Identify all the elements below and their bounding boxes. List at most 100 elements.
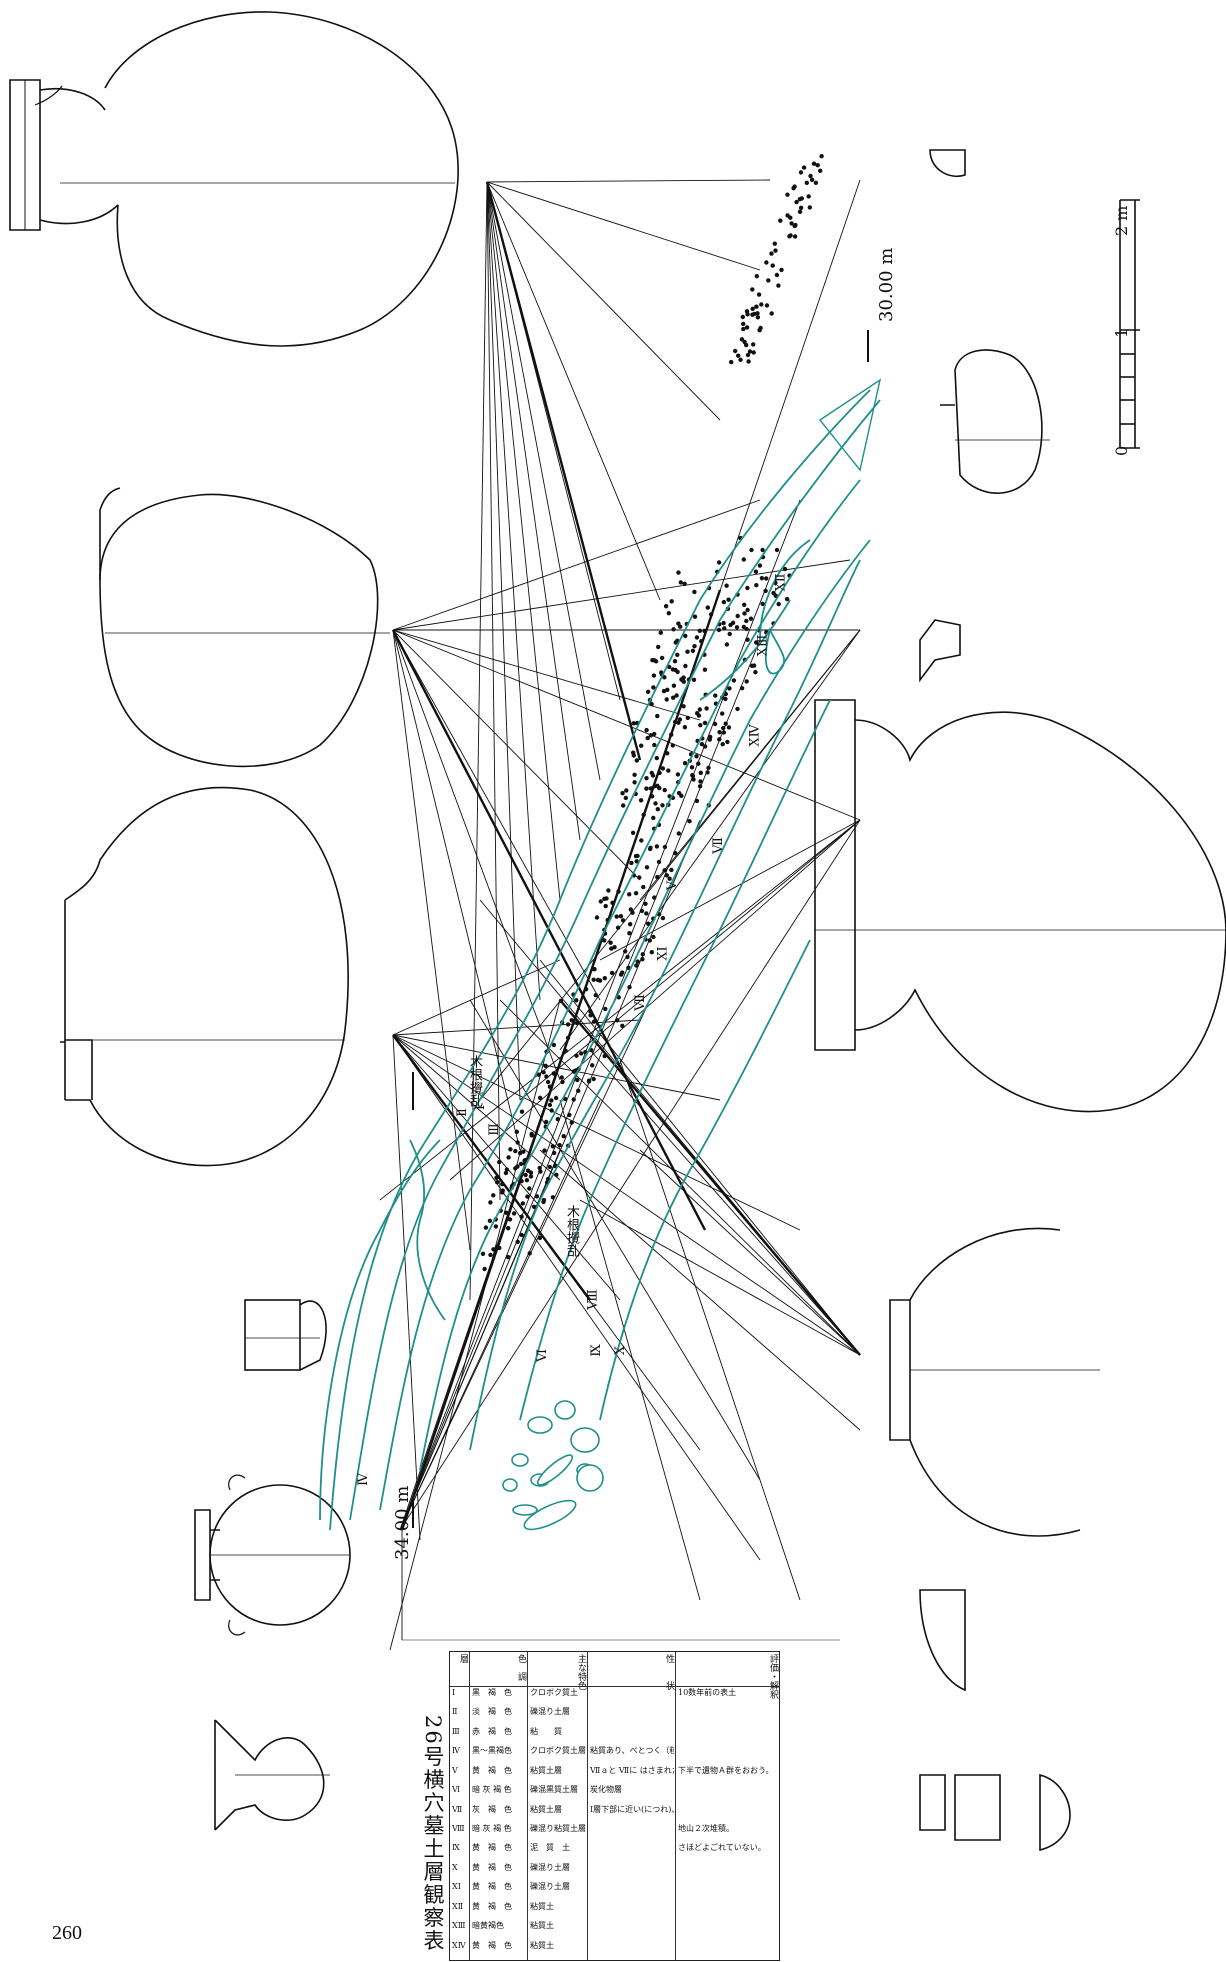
find-point <box>671 683 677 688</box>
find-point <box>745 312 750 317</box>
find-point <box>545 1079 551 1085</box>
find-point <box>602 1053 607 1059</box>
find-point <box>727 631 732 637</box>
find-point <box>794 199 799 205</box>
find-point <box>571 1097 576 1102</box>
table-cell-interp <box>678 1707 777 1726</box>
find-point <box>754 274 759 279</box>
table-cell-nature <box>590 1902 674 1921</box>
find-point <box>537 1235 543 1241</box>
find-point <box>537 1095 543 1101</box>
find-point <box>770 263 775 268</box>
find-point <box>531 1204 537 1210</box>
col-feature: 主な特色 <box>528 1652 588 1960</box>
find-point <box>651 815 656 821</box>
find-point <box>664 697 669 702</box>
table-cell-color: 赤 褐 色 <box>472 1726 512 1736</box>
find-point <box>631 721 636 726</box>
find-point <box>699 742 705 747</box>
find-point <box>630 910 635 915</box>
table-cell-interp <box>678 1727 777 1746</box>
find-point <box>480 1251 486 1257</box>
find-point <box>764 303 770 308</box>
table-cell-nature <box>590 1843 674 1862</box>
find-point <box>735 706 740 712</box>
find-point <box>792 223 797 229</box>
find-point <box>519 1214 524 1219</box>
table-cell-feature: 粘 質 <box>530 1726 562 1736</box>
find-point <box>675 772 681 777</box>
find-point <box>725 739 730 745</box>
find-point <box>541 1070 546 1075</box>
find-point <box>698 779 703 784</box>
find-point <box>654 844 660 849</box>
find-point <box>697 784 703 789</box>
level-label-right: 30.00 m <box>876 247 897 322</box>
find-point <box>692 644 697 649</box>
find-point <box>808 173 813 179</box>
table-cell-interp <box>678 1863 777 1882</box>
find-point <box>764 260 769 265</box>
find-point <box>640 952 645 957</box>
find-point <box>674 693 679 698</box>
find-point <box>716 560 722 565</box>
table-cell-color: 黄 褐 色 <box>472 1901 512 1911</box>
find-point <box>620 1023 625 1028</box>
find-point <box>745 352 751 358</box>
find-point <box>664 873 669 878</box>
find-point <box>565 1022 571 1027</box>
find-point <box>697 707 702 712</box>
find-point <box>685 649 690 654</box>
find-point <box>491 1247 496 1252</box>
find-point <box>784 596 790 602</box>
find-point <box>789 221 794 226</box>
find-point <box>801 165 807 170</box>
find-point <box>787 234 792 239</box>
header-color: 色 調 <box>516 1654 526 1681</box>
find-point <box>772 241 777 246</box>
find-point <box>702 667 708 672</box>
find-point <box>633 853 639 859</box>
table-cell-feature: 礫混り土層 <box>530 1707 570 1717</box>
find-point <box>557 1143 562 1148</box>
stratum-VI: Ⅵ <box>535 1348 551 1363</box>
find-point <box>655 713 660 719</box>
page-number: 260 <box>52 1922 82 1944</box>
find-point <box>819 154 824 159</box>
stone-fragments <box>502 1400 604 1531</box>
table-cell-interp <box>678 1921 777 1940</box>
find-point <box>488 1200 493 1205</box>
find-point <box>641 812 646 817</box>
find-point <box>643 901 648 906</box>
find-point <box>610 900 615 905</box>
find-point <box>483 1225 489 1230</box>
header-feature: 主な特色 <box>576 1654 586 1690</box>
find-point <box>527 1251 532 1256</box>
find-point <box>637 875 642 880</box>
table-cell-color: 淡 褐 色 <box>472 1707 512 1717</box>
find-point <box>671 627 676 632</box>
find-point <box>551 1042 557 1048</box>
find-point <box>673 719 678 725</box>
find-point <box>633 891 639 896</box>
find-point <box>644 786 649 791</box>
find-point <box>624 788 629 793</box>
find-point <box>724 642 730 647</box>
find-point <box>753 640 759 645</box>
find-point <box>529 1131 534 1137</box>
find-point <box>647 846 653 852</box>
find-point <box>659 655 665 661</box>
find-point <box>799 196 804 201</box>
find-point <box>669 732 674 737</box>
find-point <box>760 547 765 553</box>
find-point <box>648 733 654 738</box>
find-point <box>623 795 628 801</box>
find-point <box>751 350 756 355</box>
find-point <box>656 644 661 650</box>
find-point <box>705 770 710 775</box>
find-point <box>534 1194 540 1199</box>
find-point <box>671 695 676 700</box>
scale-label-1: 1 <box>1112 327 1131 338</box>
find-point <box>773 248 778 253</box>
